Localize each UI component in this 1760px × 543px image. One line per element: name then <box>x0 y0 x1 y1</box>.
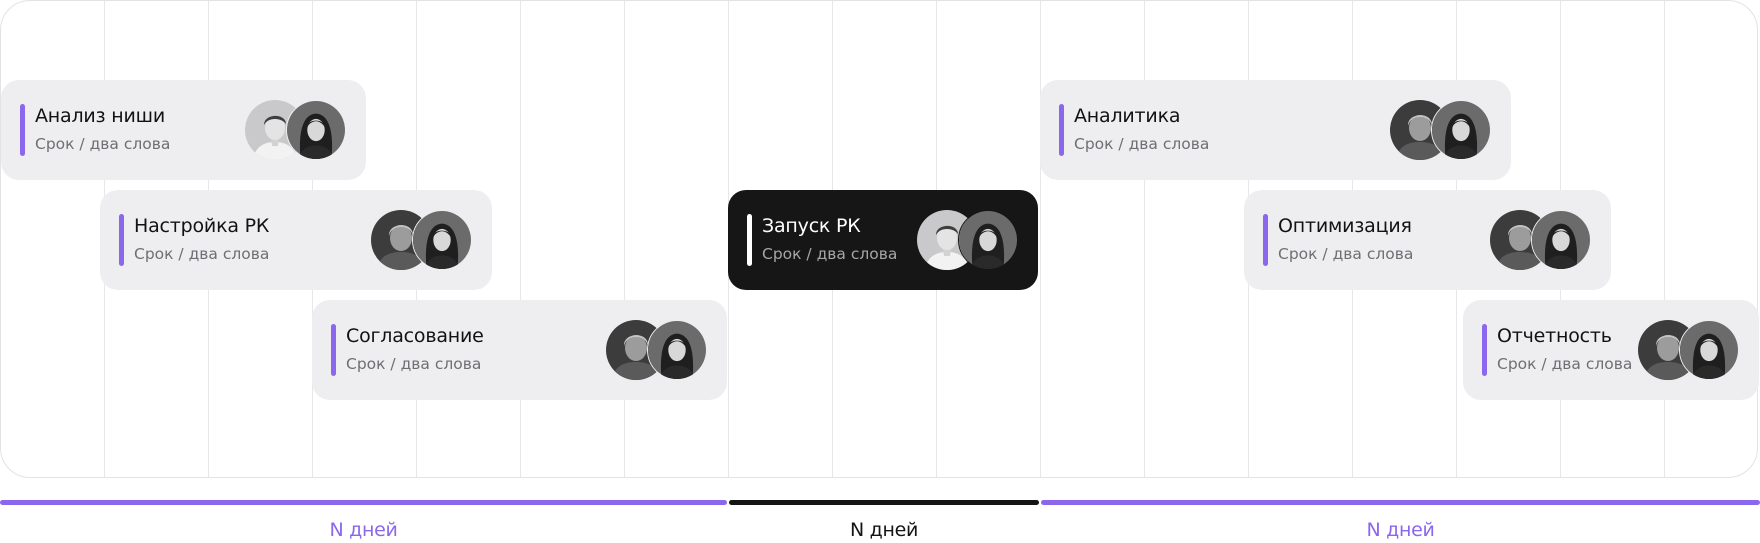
assignee-avatars <box>917 210 1018 270</box>
assignee-avatars <box>1490 210 1591 270</box>
avatar <box>958 210 1018 270</box>
task-accent-bar <box>331 324 336 376</box>
task-card-optimization[interactable]: Оптимизация Срок / два слова <box>1244 190 1611 290</box>
assignee-avatars <box>371 210 472 270</box>
avatar <box>1679 320 1739 380</box>
task-card-campaign-launch[interactable]: Запуск РК Срок / два слова <box>728 190 1038 290</box>
task-title: Согласование <box>346 325 484 347</box>
timeline-segment <box>729 500 1039 505</box>
grid-line <box>1664 1 1665 477</box>
task-subtitle: Срок / два слова <box>1074 135 1210 153</box>
timeline-segment <box>1041 500 1760 505</box>
avatar <box>286 100 346 160</box>
task-card-niche-analysis[interactable]: Анализ ниши Срок / два слова <box>1 80 366 180</box>
task-accent-bar <box>747 214 752 266</box>
task-subtitle: Срок / два слова <box>35 135 171 153</box>
timeline-label: N дней <box>1366 519 1435 541</box>
task-title: Аналитика <box>1074 105 1181 127</box>
grid-line <box>624 1 625 477</box>
task-title: Отчетность <box>1497 325 1612 347</box>
timeline-segment <box>0 500 727 505</box>
assignee-avatars <box>1638 320 1739 380</box>
task-accent-bar <box>1263 214 1268 266</box>
grid-line <box>1144 1 1145 477</box>
task-accent-bar <box>1059 104 1064 156</box>
task-title: Запуск РК <box>762 215 861 237</box>
assignee-avatars <box>606 320 707 380</box>
task-accent-bar <box>20 104 25 156</box>
assignee-avatars <box>1390 100 1491 160</box>
avatar <box>1531 210 1591 270</box>
grid-line <box>520 1 521 477</box>
avatar <box>1431 100 1491 160</box>
assignee-avatars <box>245 100 346 160</box>
task-subtitle: Срок / два слова <box>134 245 270 263</box>
task-subtitle: Срок / два слова <box>762 245 898 263</box>
task-card-analytics[interactable]: Аналитика Срок / два слова <box>1040 80 1511 180</box>
task-card-reporting[interactable]: Отчетность Срок / два слова <box>1463 300 1759 400</box>
task-card-campaign-setup[interactable]: Настройка РК Срок / два слова <box>100 190 492 290</box>
task-accent-bar <box>119 214 124 266</box>
task-subtitle: Срок / два слова <box>346 355 482 373</box>
avatar <box>647 320 707 380</box>
timeline-label: N дней <box>849 519 919 541</box>
timeline-label: N дней <box>329 519 398 541</box>
grid-line <box>1040 1 1041 477</box>
task-title: Настройка РК <box>134 215 270 237</box>
task-subtitle: Срок / два слова <box>1497 355 1633 373</box>
task-accent-bar <box>1482 324 1487 376</box>
task-subtitle: Срок / два слова <box>1278 245 1414 263</box>
task-title: Анализ ниши <box>35 105 166 127</box>
task-card-approval[interactable]: Согласование Срок / два слова <box>312 300 727 400</box>
avatar <box>412 210 472 270</box>
task-title: Оптимизация <box>1278 215 1412 237</box>
